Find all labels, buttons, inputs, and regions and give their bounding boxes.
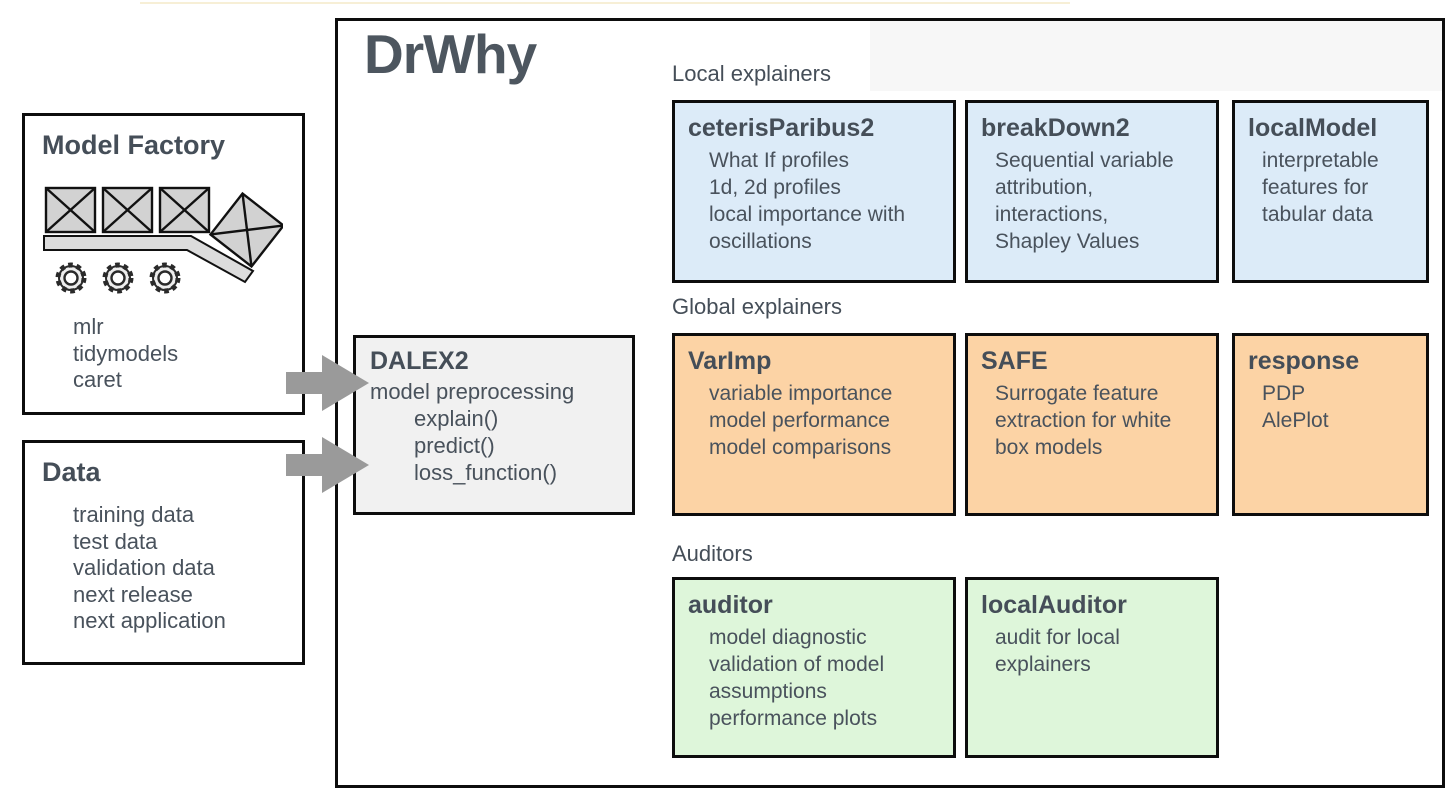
- card-title: localAuditor: [981, 591, 1127, 619]
- section-label-local-explainers: Local explainers: [672, 61, 831, 86]
- card-dalex2: DALEX2 model preprocessing explain() pre…: [353, 335, 635, 515]
- top-edge-artifact-line: [140, 2, 1070, 4]
- card-response: response PDP AlePlot: [1232, 333, 1429, 516]
- card-body: variable importance model performance mo…: [709, 382, 893, 459]
- dalex2-functions: explain() predict() loss_function(): [414, 406, 558, 485]
- model-factory-items: mlr tidymodels caret: [73, 314, 179, 392]
- card-title: DALEX2: [370, 347, 469, 375]
- card-body: model diagnostic validation of model ass…: [709, 626, 885, 730]
- card-body: What If profiles 1d, 2d profiles local i…: [709, 149, 906, 253]
- card-title: SAFE: [981, 347, 1048, 375]
- section-label-auditors: Auditors: [672, 541, 753, 566]
- section-label-global-explainers: Global explainers: [672, 294, 842, 319]
- model-factory-title: Model Factory: [42, 130, 226, 160]
- dalex2-subtitle: model preprocessing: [370, 379, 575, 404]
- card-localauditor: localAuditor audit for local explainers: [965, 577, 1219, 758]
- card-safe: SAFE Surrogate feature extraction for wh…: [965, 333, 1219, 516]
- card-title: VarImp: [688, 347, 772, 375]
- model-factory-box: Model Factory: [22, 113, 305, 415]
- card-title: auditor: [688, 591, 773, 619]
- card-localmodel: localModel interpretable features for ta…: [1232, 100, 1429, 283]
- data-items: training data test data validation data …: [73, 502, 226, 633]
- card-auditor: auditor model diagnostic validation of m…: [672, 577, 956, 758]
- card-title: ceterisParibus2: [688, 114, 875, 142]
- card-breakdown2: breakDown2 Sequential variable attributi…: [965, 100, 1219, 283]
- card-body: PDP AlePlot: [1262, 382, 1329, 432]
- card-title: localModel: [1248, 114, 1378, 142]
- data-title: Data: [42, 457, 101, 487]
- card-body: audit for local explainers: [995, 626, 1120, 676]
- card-body: interpretable features for tabular data: [1262, 149, 1379, 226]
- card-varimp: VarImp variable importance model perform…: [672, 333, 956, 516]
- card-title: breakDown2: [981, 114, 1130, 142]
- card-body: Surrogate feature extraction for white b…: [995, 382, 1172, 459]
- card-body: Sequential variable attribution, interac…: [995, 149, 1174, 253]
- top-right-shaded-strip: [870, 21, 1442, 91]
- factory-conveyor-icon: [43, 186, 283, 294]
- card-title: response: [1248, 347, 1360, 375]
- data-box: Data training data test data validation …: [22, 440, 305, 665]
- page-title: DrWhy: [364, 23, 537, 85]
- card-ceterisparibus2: ceterisParibus2 What If profiles 1d, 2d …: [672, 100, 956, 283]
